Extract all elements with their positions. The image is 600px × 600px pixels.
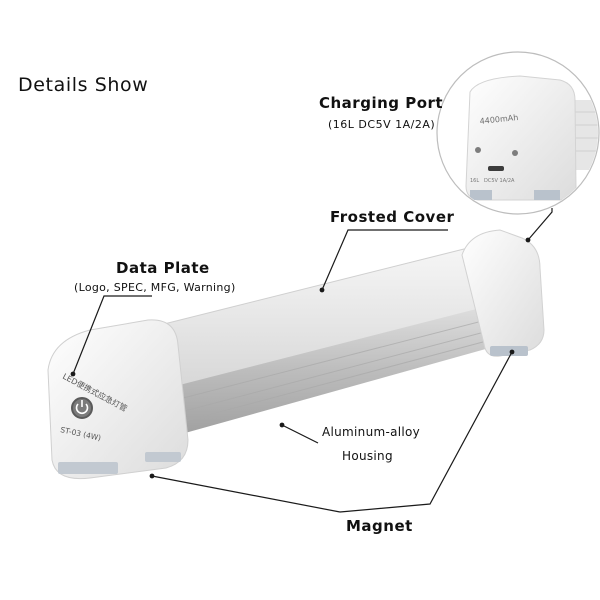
light-tube: LED便携式应急灯管 ST-03 (4W): [47, 229, 545, 480]
housing-label-line1: Aluminum-alloy: [322, 425, 421, 439]
housing-label-line2: Housing: [342, 449, 393, 463]
charging-port-spec: (16L DC5V 1A/2A): [328, 118, 436, 131]
capacity-marking: 4400mAh: [479, 113, 518, 126]
leader-dots: [70, 237, 531, 479]
frosted-cover: [140, 245, 492, 392]
charging-port-label: Charging Port: [319, 94, 444, 112]
right-end-cap: [461, 229, 545, 357]
data-plate-label: Data Plate: [116, 259, 210, 277]
leader-lines: [72, 208, 553, 513]
port-marking-right: DC5V 1A/2A: [484, 178, 515, 184]
charging-port-closeup: 4400mAh 16L DC5V 1A/2A: [436, 51, 600, 215]
port-marking-left: 16L: [470, 178, 479, 184]
data-plate-details: (Logo, SPEC, MFG, Warning): [74, 281, 236, 294]
usb-port-icon: [488, 166, 504, 171]
page-title: Details Show: [18, 74, 149, 96]
aluminum-housing: [150, 300, 500, 440]
frosted-cover-label: Frosted Cover: [330, 208, 455, 226]
left-end-cap: LED便携式应急灯管 ST-03 (4W): [47, 319, 189, 480]
magnet-label: Magnet: [346, 517, 413, 535]
power-button-icon: [71, 397, 93, 419]
housing-ridges: [155, 317, 499, 429]
